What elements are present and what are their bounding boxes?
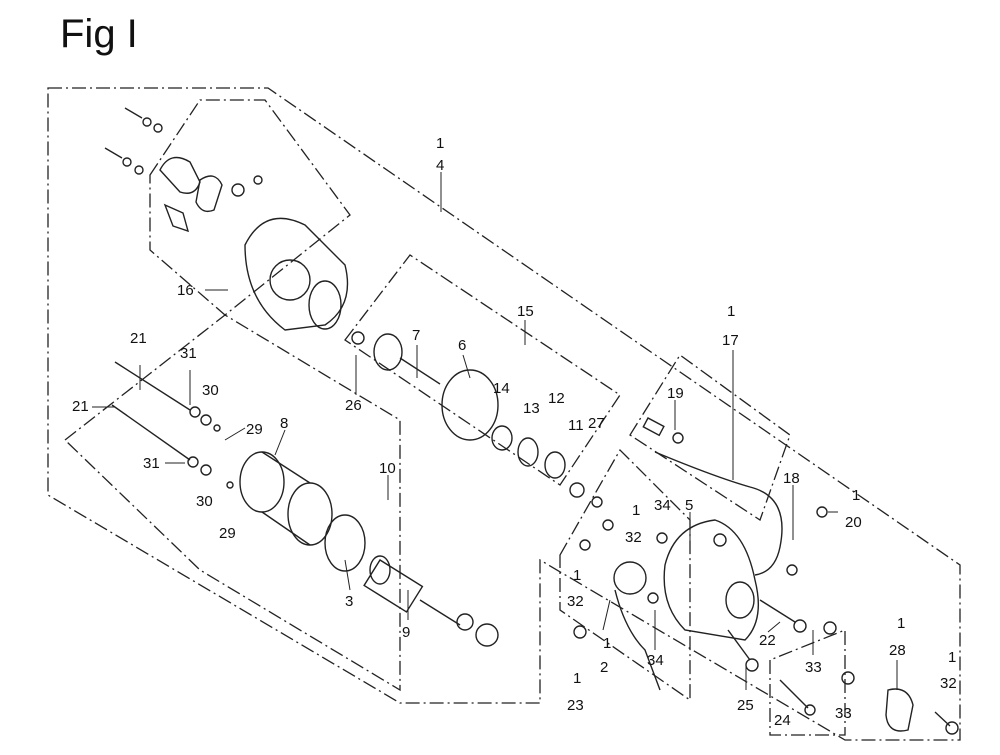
callout-31-upper: 31 (180, 345, 197, 362)
rear-cover-screws (104, 107, 163, 175)
callout-28: 28 (889, 642, 906, 659)
o-ring-3 (324, 514, 366, 572)
callout-32-left: 32 (567, 593, 584, 610)
outline-rear-cover-group (149, 99, 351, 316)
callout-8: 8 (280, 415, 288, 432)
callout-14: 14 (493, 380, 510, 397)
callout-17: 17 (722, 332, 739, 349)
front-cover-5 (663, 519, 807, 641)
callout-16: 16 (177, 282, 194, 299)
brush-holder (159, 156, 263, 233)
callout-13: 13 (523, 400, 540, 417)
callout-3: 3 (345, 593, 353, 610)
callout-9: 9 (402, 624, 410, 641)
callout-1-nut-upper: 1 (632, 502, 640, 519)
callout-4: 4 (436, 157, 444, 174)
callout-29-lower: 29 (219, 525, 236, 542)
callout-33-lower: 33 (835, 705, 852, 722)
armature-9 (363, 555, 499, 647)
callout-32-right: 32 (940, 675, 957, 692)
callout-22: 22 (759, 632, 776, 649)
callout-1-cable: 1 (727, 303, 735, 320)
cable-17 (642, 417, 828, 576)
callout-24: 24 (774, 712, 791, 729)
yoke-8 (239, 451, 333, 546)
callout-30-upper: 30 (202, 382, 219, 399)
clutch-parts (351, 331, 603, 508)
callout-34-lower: 34 (647, 652, 664, 669)
callout-7: 7 (412, 327, 420, 344)
callout-1-nut-right: 1 (948, 649, 956, 666)
callout-10: 10 (379, 460, 396, 477)
rear-cover-16 (244, 217, 349, 331)
outline-cable-group (629, 354, 791, 521)
callout-2: 2 (600, 659, 608, 676)
outline-starter-assembly (47, 87, 961, 741)
callout-29-upper: 29 (246, 421, 263, 438)
callout-18: 18 (783, 470, 800, 487)
callout-32-upper: 32 (625, 529, 642, 546)
callout-11: 11 (568, 417, 584, 434)
callout-30-lower: 30 (196, 493, 213, 510)
callout-20: 20 (845, 514, 862, 531)
outline-relay-group (559, 448, 691, 702)
callout-27: 27 (588, 415, 605, 432)
callout-31-lower: 31 (143, 455, 160, 472)
callout-25: 25 (737, 697, 754, 714)
callout-1-nut-23: 1 (573, 670, 581, 687)
callout-1-solenoid: 1 (603, 635, 611, 652)
callout-6: 6 (458, 337, 466, 354)
callout-19: 19 (667, 385, 684, 402)
callout-12: 12 (548, 390, 565, 407)
figure-title: Fig I (60, 12, 138, 56)
outline-yoke-armature-group (64, 314, 401, 692)
callout-1-bracket: 1 (897, 615, 905, 632)
callout-21-upper: 21 (130, 330, 147, 347)
mounting-bolts (727, 621, 959, 735)
callout-5: 5 (685, 497, 693, 514)
callout-23: 23 (567, 697, 584, 714)
callout-26: 26 (345, 397, 362, 414)
callout-21-lower: 21 (72, 398, 89, 415)
callout-33-upper: 33 (805, 659, 822, 676)
callout-1: 1 (436, 135, 444, 152)
solenoid-2 (573, 519, 668, 691)
callout-1-grommet: 1 (852, 487, 860, 504)
callout-34-upper: 34 (654, 497, 671, 514)
through-bolts-21 (111, 361, 234, 489)
outline-bracket-group (769, 629, 846, 736)
callout-1-nut-left: 1 (573, 567, 581, 584)
callout-15: 15 (517, 303, 534, 320)
outline-clutch-group (344, 254, 621, 486)
